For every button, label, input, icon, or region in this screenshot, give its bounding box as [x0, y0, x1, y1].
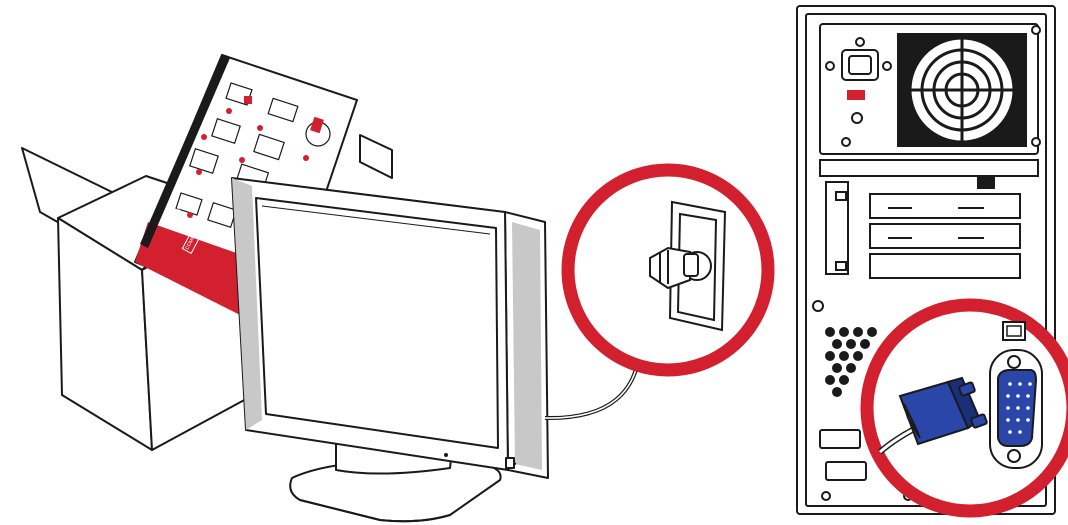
power-outlet-callout — [568, 170, 768, 370]
vga-port-callout — [867, 305, 1068, 511]
monitor-icon — [232, 178, 548, 521]
vga-port-icon — [990, 350, 1042, 468]
